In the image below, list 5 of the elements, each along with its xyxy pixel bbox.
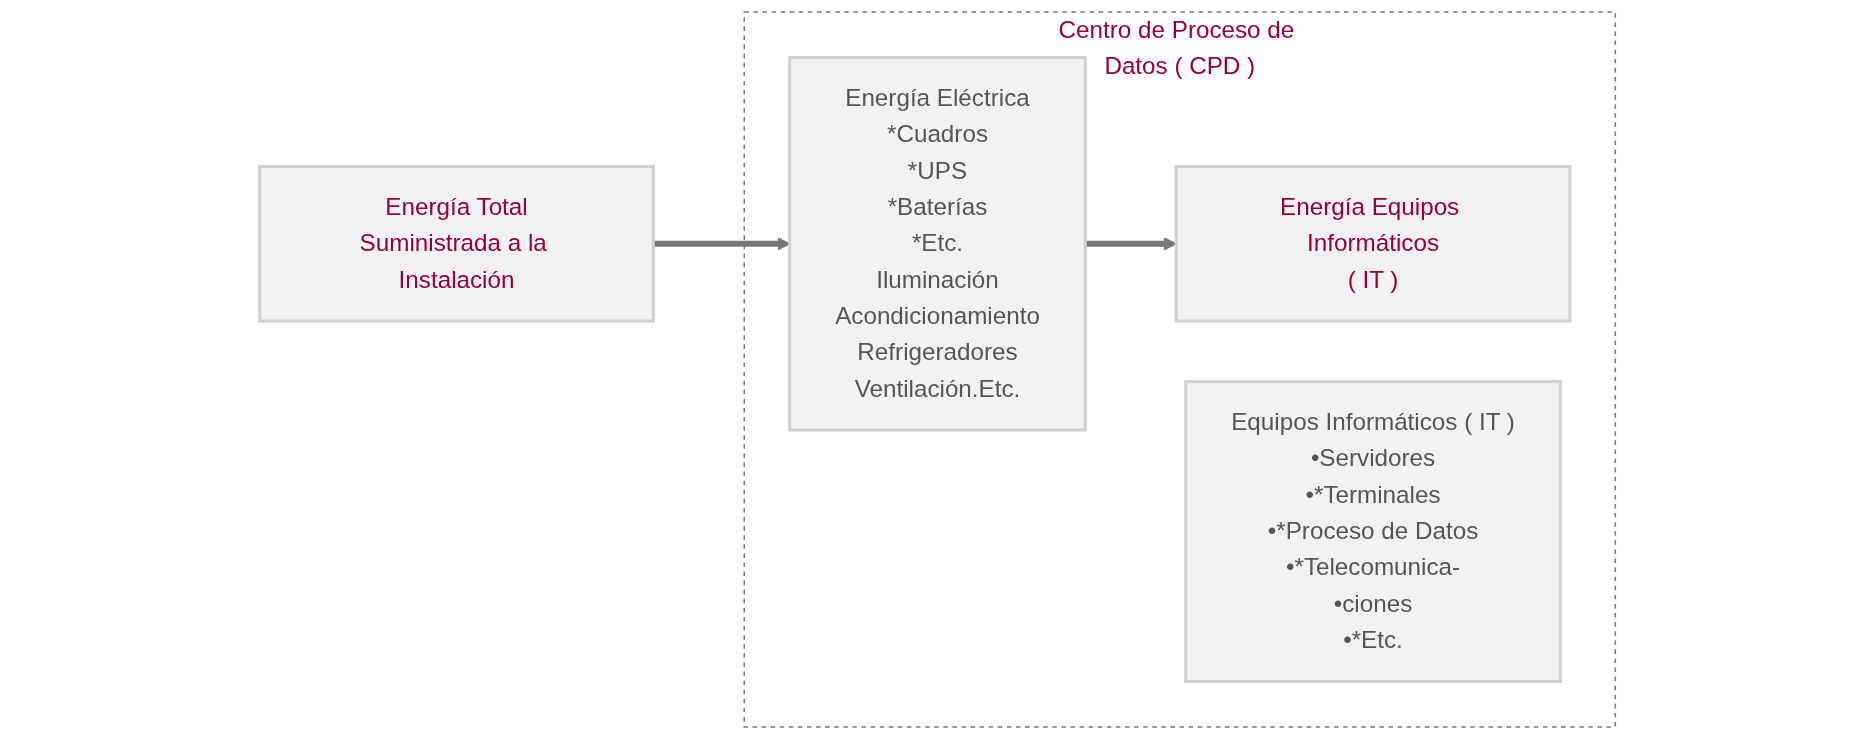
node-box: Energía Equipos Informáticos ( IT ): [1174, 165, 1572, 323]
arrow: [1085, 237, 1177, 251]
node-box: Equipos Informáticos ( IT ) •Servidores •*Terminales •*Proceso de Datos •*Telecomunica- •ciones •*Etc.: [1184, 380, 1562, 683]
node-box: Energía Total Suministrada a la Instalación: [258, 165, 655, 323]
node-box: Energía Eléctrica *Cuadros *UPS *Baterías *Etc. Iluminación Acondicionamiento Refrigeradores Ventilación.Etc.: [788, 56, 1087, 432]
